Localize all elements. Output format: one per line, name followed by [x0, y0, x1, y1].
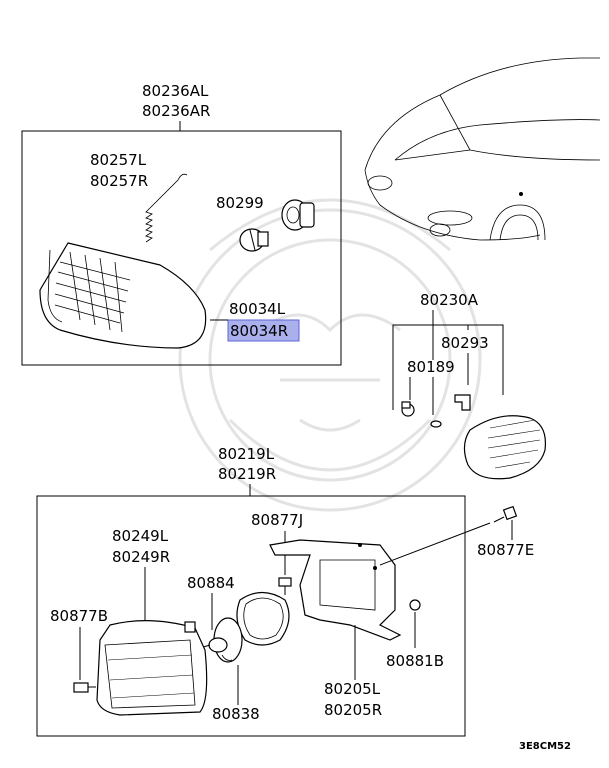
label-80219l[interactable]: 80219L: [218, 445, 275, 463]
watermark-emblem: [178, 198, 482, 512]
bolt-e-part[interactable]: [493, 505, 518, 523]
side-marker-lens-part[interactable]: [463, 415, 547, 480]
label-80257l[interactable]: 80257L: [90, 151, 147, 169]
car-illustration: [364, 57, 601, 241]
headlamp-part[interactable]: [39, 242, 207, 349]
bolt-e-group: 80877E: [379, 505, 534, 566]
bulb-part[interactable]: [239, 228, 269, 252]
foglamp-group: 80219L 80219R 80877J 80249L 80249R 80884…: [36, 445, 466, 737]
diagram-code: 3E8CM52: [519, 741, 571, 752]
label-80877e[interactable]: 80877E: [477, 541, 534, 559]
headlamp-group: 80236AL 80236AR 80257L 80257R 80299: [21, 82, 342, 366]
socket-part[interactable]: [281, 199, 315, 231]
marker-clip-part[interactable]: [454, 394, 471, 411]
label-80249l[interactable]: 80249L: [112, 527, 169, 545]
label-80838[interactable]: 80838: [212, 705, 260, 723]
foglamp-box: [36, 495, 466, 737]
label-80219r[interactable]: 80219R: [218, 465, 276, 483]
label-80293[interactable]: 80293: [441, 334, 489, 352]
side-marker-group: 80230A 80293 80189: [392, 291, 547, 480]
label-80249r[interactable]: 80249R: [112, 548, 170, 566]
label-80034l[interactable]: 80034L: [229, 300, 286, 318]
gasket-part[interactable]: [236, 591, 290, 646]
fog-lamp-part[interactable]: [96, 620, 208, 716]
bracket-part[interactable]: [269, 539, 402, 641]
label-80034r-highlighted[interactable]: 80034R: [230, 322, 288, 340]
label-80230a[interactable]: 80230A: [420, 291, 479, 309]
label-80884[interactable]: 80884: [187, 574, 235, 592]
nut-part[interactable]: [409, 599, 421, 611]
label-80236ar[interactable]: 80236AR: [142, 102, 210, 120]
spring-part[interactable]: [145, 173, 188, 243]
marker-bulb-part[interactable]: [401, 401, 415, 417]
screw-j-part[interactable]: [278, 577, 292, 595]
highlight-box: [227, 319, 300, 342]
label-80205r[interactable]: 80205R: [324, 701, 382, 719]
label-80205l[interactable]: 80205L: [324, 680, 381, 698]
label-80257r[interactable]: 80257R: [90, 172, 148, 190]
label-80189[interactable]: 80189: [407, 358, 455, 376]
marker-wedge-bulb-part[interactable]: [430, 420, 442, 428]
headlamp-box: [21, 130, 342, 366]
label-80877j[interactable]: 80877J: [251, 511, 303, 529]
label-80881b[interactable]: 80881B: [386, 652, 444, 670]
screw-b-part[interactable]: [73, 682, 96, 693]
label-80299[interactable]: 80299: [216, 194, 264, 212]
label-80236al[interactable]: 80236AL: [142, 82, 209, 100]
label-80877b[interactable]: 80877B: [50, 607, 108, 625]
